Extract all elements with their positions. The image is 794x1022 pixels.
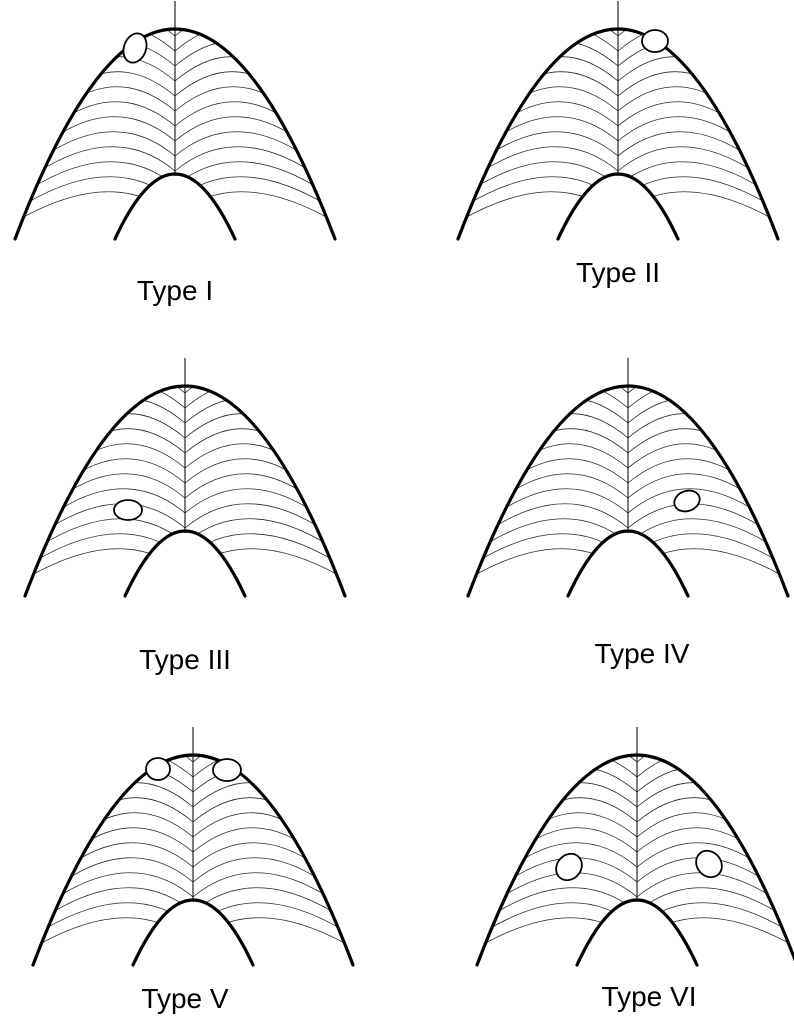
opening-upper-right bbox=[213, 759, 241, 781]
panel-type-vi: Type VI bbox=[477, 633, 794, 1012]
opening-lower-right bbox=[691, 846, 727, 883]
arch-diagram bbox=[25, 264, 345, 596]
opening-lower-right bbox=[671, 487, 702, 515]
type-label: Type I bbox=[137, 275, 213, 306]
panel-type-i: Type I bbox=[15, 0, 335, 306]
type-label: Type VI bbox=[602, 981, 697, 1012]
arch-diagram bbox=[468, 264, 788, 596]
arch-diagram bbox=[33, 633, 353, 965]
panel-type-v: Type V bbox=[33, 633, 353, 1014]
panel-type-ii: Type II bbox=[458, 0, 778, 288]
arch-diagram bbox=[477, 633, 794, 965]
opening-upper-left bbox=[146, 758, 170, 780]
arch-diagram bbox=[15, 0, 335, 239]
type-label: Type II bbox=[576, 257, 660, 288]
opening-lower-left bbox=[114, 500, 142, 520]
opening-lower-left bbox=[551, 849, 587, 886]
arch-diagram bbox=[458, 0, 778, 239]
opening-upper-right bbox=[642, 30, 668, 52]
type-label: Type IV bbox=[595, 638, 690, 669]
type-label: Type V bbox=[141, 983, 228, 1014]
type-label: Type III bbox=[139, 644, 231, 675]
panel-type-iii: Type III bbox=[25, 264, 345, 675]
panel-type-iv: Type IV bbox=[468, 264, 788, 669]
